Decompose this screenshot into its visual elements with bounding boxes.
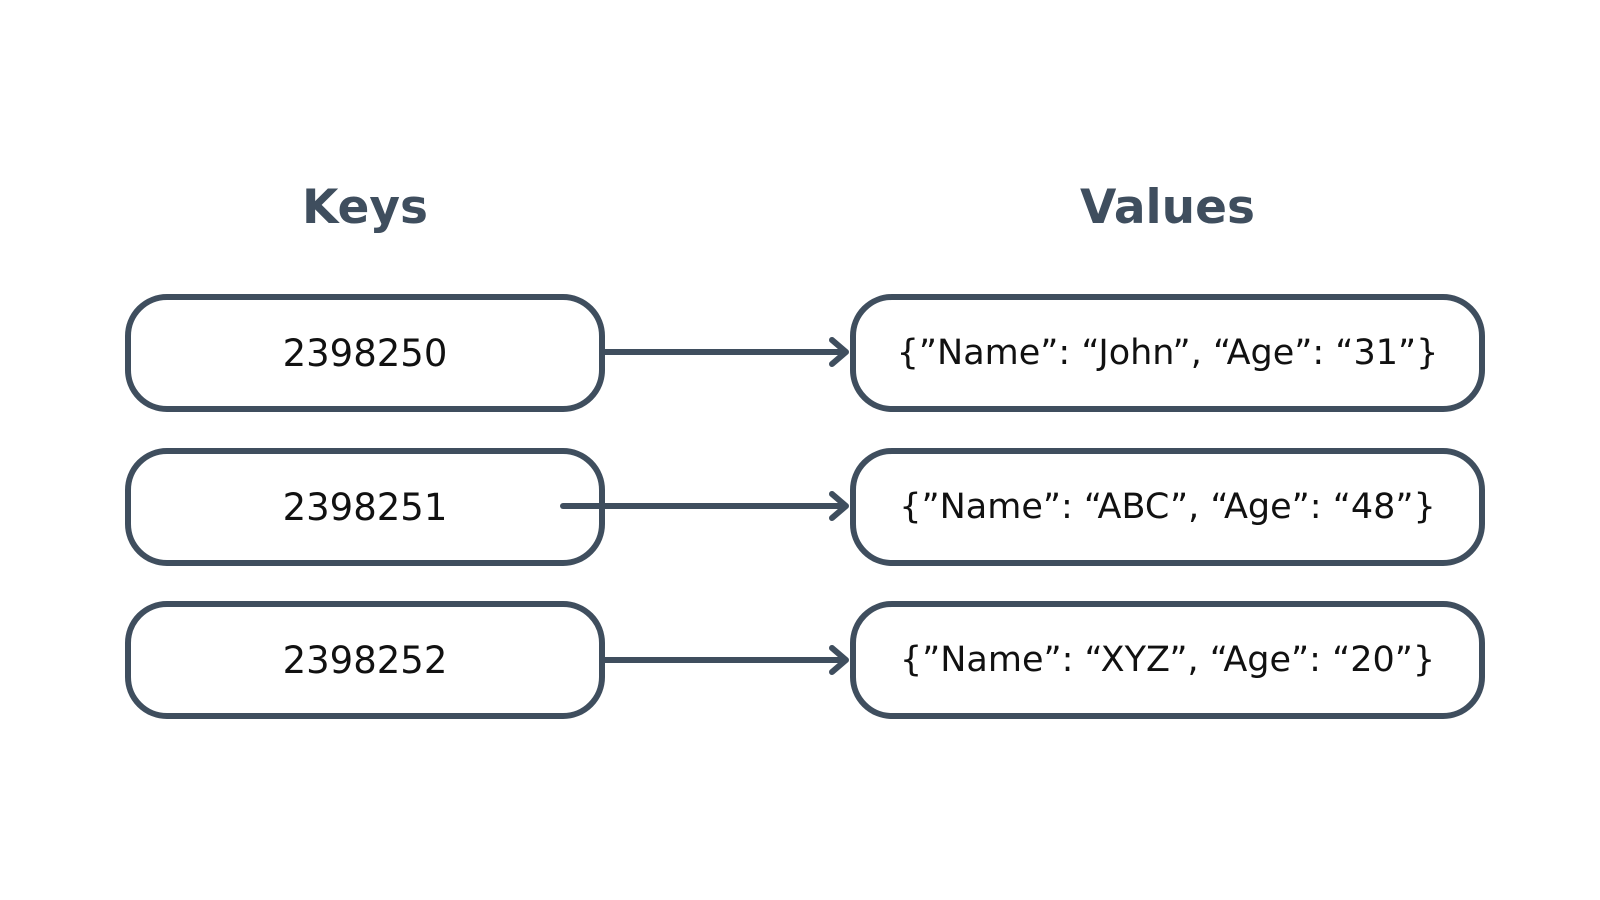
key-box-0: 2398250 <box>125 294 605 412</box>
value-box-2: {”Name”: “XYZ”, “Age”: “20”} <box>850 601 1485 719</box>
arrow-2-head <box>829 645 849 675</box>
values-header: Values <box>1080 180 1255 235</box>
arrow-0 <box>602 337 849 367</box>
arrow-0-head <box>829 337 849 367</box>
value-box-1: {”Name”: “ABC”, “Age”: “48”} <box>850 448 1485 566</box>
arrow-2 <box>602 645 849 675</box>
arrow-1-head <box>829 491 849 521</box>
key-box-1: 2398251 <box>125 448 605 566</box>
value-box-0: {”Name”: “John”, “Age”: “31”} <box>850 294 1485 412</box>
arrow-1 <box>560 491 849 521</box>
key-box-2: 2398252 <box>125 601 605 719</box>
keys-header: Keys <box>301 180 429 235</box>
